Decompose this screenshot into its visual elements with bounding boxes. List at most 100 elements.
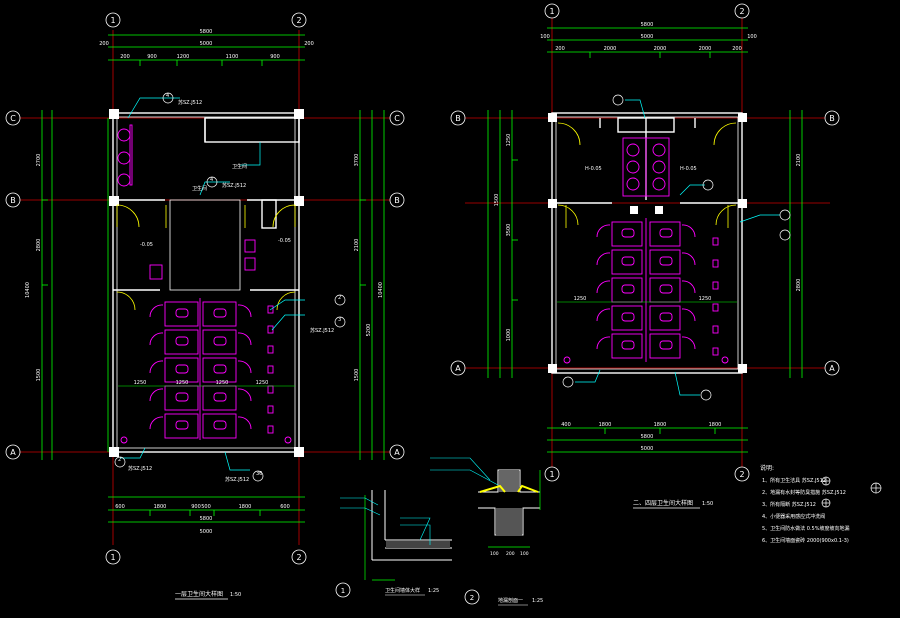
- grid-bubble-c-left: C: [5, 110, 21, 126]
- annotation-text: 900: [147, 54, 157, 60]
- annotation-text: A: [455, 364, 461, 373]
- annotation-text: 苏SZ.J512: [128, 465, 152, 472]
- annotation-text: 2700: [36, 154, 42, 167]
- detail-2-scale: 1:25: [532, 598, 543, 604]
- levels-left: -0.05 -0.05: [140, 238, 291, 248]
- annotation-text: 1250: [176, 380, 189, 386]
- grid-bubble-1-top: 1: [105, 12, 121, 28]
- annotation-text: 3500: [506, 224, 512, 237]
- annotation-text: B: [455, 114, 461, 123]
- grid-bubble-1r-bottom: 1: [544, 466, 560, 482]
- dim-axis-top: 5000: [200, 41, 213, 47]
- annotation-text: 苏SZ.J512: [225, 476, 249, 483]
- annotation-text: 36: [256, 471, 262, 477]
- annotation-text: B: [394, 196, 400, 205]
- grid-bubble-2r-bottom: 2: [734, 466, 750, 482]
- notes-line-2: 2、地漏有水封等防臭措施 苏SZ.J512: [762, 489, 846, 496]
- annotation-text: 4: [166, 93, 169, 99]
- notes-title: 说明:: [760, 464, 774, 472]
- annotation-text: 1250: [574, 296, 587, 302]
- floor-drain-symbol-icon: [821, 476, 882, 508]
- annotation-text: 1000: [506, 329, 512, 342]
- annotation-text: 600: [280, 504, 290, 510]
- caption-left: 一层卫生间大样图: [175, 590, 223, 598]
- annotation-text: 200: [99, 41, 109, 47]
- annotation-text: 1250: [134, 380, 147, 386]
- detail-2-drain-section: 100 200 100 2 地漏剖面一 1:25: [430, 457, 543, 606]
- annotation-text: -0.05: [140, 242, 153, 248]
- dimension-lines-right: [487, 27, 803, 453]
- grid-bubble-a-right: A: [389, 444, 405, 460]
- grid-bubble-br-left: B: [450, 110, 466, 126]
- grid-bubble-b-left: B: [5, 192, 21, 208]
- annotation-text: 200: [732, 46, 742, 52]
- annotation-text: 卫生间: [192, 185, 207, 192]
- annotation-text: 1250: [506, 134, 512, 147]
- annotation-text: 1250: [699, 296, 712, 302]
- annotation-text: 4: [210, 177, 213, 183]
- columns-left: [109, 109, 304, 457]
- detail-2-bubble: [464, 589, 480, 605]
- annotation-text: 2000: [604, 46, 617, 52]
- callouts-right: [562, 94, 791, 401]
- annotation-text: 3700: [354, 154, 360, 167]
- annotation-text: 5000: [200, 529, 213, 535]
- annotation-text: 5800: [200, 516, 213, 522]
- annotation-text: 10400: [378, 282, 384, 298]
- annotation-text: 1: [549, 470, 554, 479]
- annotation-text: 10400: [25, 282, 31, 298]
- annotation-text: 1800: [154, 504, 167, 510]
- annotation-text: 5200: [366, 324, 372, 337]
- annotation-text: 1: [549, 7, 554, 16]
- notes-block: 说明: 1、所有卫生洁具 苏SZ.J512 2、地漏有水封等防臭措施 苏SZ.J…: [760, 464, 882, 544]
- callouts-left: 4 苏SZ.J512 4 苏SZ.J512 2 3 苏SZ.J512 2 苏SZ…: [114, 92, 346, 483]
- annotation-text: 400: [561, 422, 571, 428]
- walls-left: [112, 112, 300, 453]
- annotation-text: 2000: [699, 46, 712, 52]
- annotation-text: 2: [739, 7, 744, 16]
- annotation-text: 600: [115, 504, 125, 510]
- annotation-text: 5000: [641, 34, 654, 40]
- detail-2-number: 2: [470, 594, 474, 602]
- caption-right: 二、四层卫生间大样图: [633, 499, 693, 507]
- annotation-text: 1: [110, 16, 115, 25]
- annotation-text: 2100: [796, 154, 802, 167]
- annotation-text: 200: [304, 41, 314, 47]
- grid-bubble-b-right: B: [389, 192, 405, 208]
- annotation-text: 100: [520, 551, 529, 557]
- detail-2-caption: 地漏剖面一: [498, 597, 523, 604]
- annotation-text: 200: [555, 46, 565, 52]
- columns-right: [548, 113, 747, 373]
- annotation-text: B: [10, 196, 16, 205]
- grid-bubble-ar-left: A: [450, 360, 466, 376]
- annotation-text: 苏SZ.J512: [178, 99, 202, 106]
- annotation-text: 900: [270, 54, 280, 60]
- annotation-text: 1800: [709, 422, 722, 428]
- annotation-text: 2: [296, 553, 301, 562]
- annotation-text: 1200: [177, 54, 190, 60]
- annotation-text: 3: [338, 317, 341, 323]
- annotation-text: 5000: [641, 446, 654, 452]
- door-swings-left: [116, 204, 296, 311]
- fixtures-left: [117, 124, 292, 444]
- annotation-text: -0.05: [278, 238, 291, 244]
- detail-1-scale: 1:25: [428, 588, 439, 594]
- annotation-text: 1: [110, 553, 115, 562]
- grid-bubble-c-right: C: [389, 110, 405, 126]
- room-labels-left: 卫生间 卫生间: [192, 163, 247, 192]
- annotation-text: 100: [747, 34, 757, 40]
- grid-bubble-2r-top: 2: [734, 3, 750, 19]
- annotation-text: 900: [191, 504, 201, 510]
- leaders-left: [120, 97, 305, 471]
- detail-1-caption: 卫生间墙体大样: [385, 587, 420, 594]
- annotation-text: A: [829, 364, 835, 373]
- annotation-text: H-0.05: [585, 166, 602, 172]
- scale-right: 1:50: [702, 501, 713, 507]
- annotation-text: 2000: [654, 46, 667, 52]
- notes-line-6: 6、卫生间墙面瓷砖 2000(900x0.1-3): [762, 537, 849, 544]
- door-swings-right: [557, 122, 737, 228]
- dim-total-top: 5800: [200, 29, 213, 35]
- dimension-texts-right: 5800 5000 100 100 200 2000 2000 2000 200…: [494, 22, 802, 452]
- annotation-text: 1800: [239, 504, 252, 510]
- annotation-text: 5800: [641, 434, 654, 440]
